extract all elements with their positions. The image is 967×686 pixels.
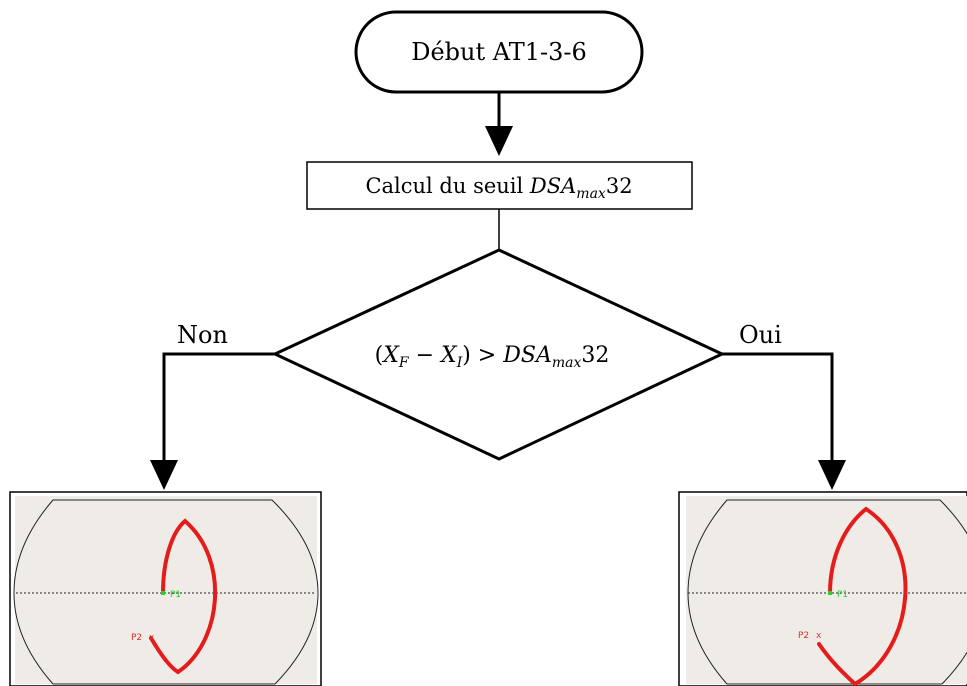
process-node: Calcul du seuil DSAmax32 bbox=[306, 161, 693, 210]
thumbnail-left-p2-marker: x bbox=[149, 633, 155, 643]
thumbnail-left: P1 P2 x bbox=[9, 491, 322, 686]
thumbnail-right: P1 P2 x bbox=[678, 491, 967, 686]
thumbnail-right-p2-marker: x bbox=[816, 631, 822, 641]
thumbnail-left-outline bbox=[13, 499, 319, 685]
thumbnail-left-p2-label: P2 bbox=[131, 633, 142, 643]
decision-label: (XF − XI) > DSAmax32 bbox=[375, 343, 610, 371]
process-label: Calcul du seuil DSAmax32 bbox=[365, 174, 632, 202]
branch-no-label: Non bbox=[177, 321, 228, 349]
thumbnail-right-curve bbox=[817, 506, 908, 686]
branch-no: Non bbox=[150, 321, 275, 490]
thumbnail-left-curve bbox=[149, 518, 217, 675]
decision-node: (XF − XI) > DSAmax32 bbox=[271, 248, 726, 461]
start-label: Début AT1-3-6 bbox=[411, 38, 587, 66]
thumbnail-right-p1-marker bbox=[828, 591, 832, 595]
thumbnail-left-panel bbox=[15, 496, 317, 684]
branch-yes: Oui bbox=[722, 321, 846, 490]
thumbnail-left-p1-label: P1 bbox=[170, 590, 181, 600]
thumbnail-right-outline bbox=[687, 499, 967, 685]
arrow-start-to-process bbox=[485, 92, 513, 156]
thumbnail-right-p2-label: P2 bbox=[798, 631, 809, 641]
branch-yes-label: Oui bbox=[739, 321, 782, 349]
thumbnail-left-p1-marker bbox=[161, 591, 165, 595]
start-node: Début AT1-3-6 bbox=[354, 10, 644, 94]
thumbnail-right-p1-label: P1 bbox=[837, 590, 848, 600]
